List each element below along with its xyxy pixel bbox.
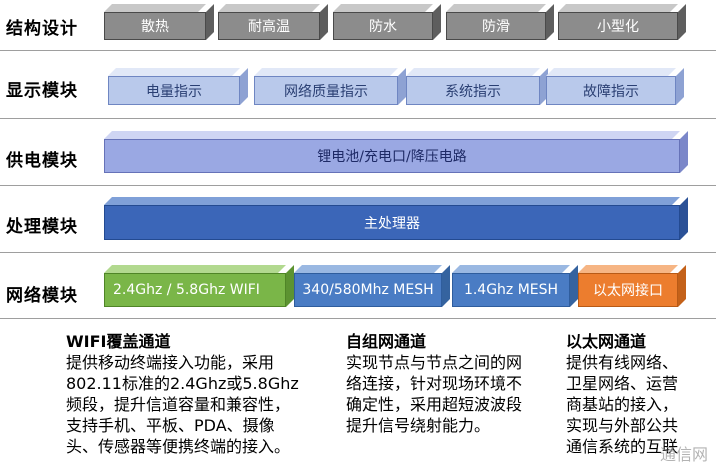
- description-line: 络连接，针对现场环境不: [346, 374, 523, 393]
- display-item-network-quality-indicator: 网络质量指示: [254, 76, 398, 105]
- separator: [0, 185, 716, 186]
- row-label-structure: 结构设计: [6, 19, 78, 39]
- description-line: 卫星网络、运营: [566, 374, 679, 393]
- mesh-channel-description: 自组网通道 实现节点与节点之间的网 络连接，针对现场环境不 确定性，采用超短波波…: [346, 331, 556, 436]
- structure-item-label: 防水: [369, 19, 397, 35]
- structure-item-heat-dissipation: 散热: [104, 12, 206, 40]
- description-line: 提升信号绕射能力。: [346, 416, 491, 435]
- wifi-channel-description: WIFI覆盖通道 提供移动终端接入功能，采用 802.11标准的2.4Ghz或5…: [66, 331, 336, 457]
- description-line: 确定性，采用超短波波段: [346, 395, 523, 414]
- row-label-power: 供电模块: [6, 151, 78, 171]
- description-line: 商基站的接入，: [566, 395, 679, 414]
- structure-item-miniaturization: 小型化: [558, 12, 678, 40]
- network-item-mesh-1-4: 1.4Ghz MESH: [452, 273, 570, 307]
- structure-item-label: 防滑: [482, 19, 510, 35]
- structure-item-label: 小型化: [597, 19, 639, 35]
- description-line: 提供有线网络、: [566, 353, 679, 372]
- description-line: 提供移动终端接入功能，采用: [66, 353, 275, 372]
- network-item-label: 1.4Ghz MESH: [463, 282, 559, 298]
- network-item-label: 340/580Mhz MESH: [302, 282, 434, 298]
- display-item-label: 故障指示: [583, 83, 639, 100]
- structure-item-label: 耐高温: [248, 19, 290, 35]
- processor-bar: 主处理器: [104, 205, 680, 240]
- watermark: 通信网: [659, 445, 708, 464]
- description-title: WIFI覆盖通道: [66, 332, 171, 351]
- network-item-mesh-340-580: 340/580Mhz MESH: [294, 273, 442, 307]
- description-line: 支持手机、平板、PDA、摄像: [66, 416, 275, 435]
- description-line: 802.11标准的2.4Ghz或5.8Ghz: [66, 374, 299, 393]
- display-item-system-indicator: 系统指示: [406, 76, 540, 105]
- description-line: 头、传感器等便携终端的接入。: [66, 437, 291, 456]
- separator: [0, 50, 716, 51]
- display-item-label: 系统指示: [445, 83, 501, 100]
- description-title: 自组网通道: [346, 332, 427, 351]
- structure-item-waterproof: 防水: [333, 12, 433, 40]
- row-label-processing: 处理模块: [6, 217, 78, 237]
- description-line: 实现与外部公共: [566, 416, 679, 435]
- separator: [0, 318, 716, 319]
- network-item-label: 2.4Ghz / 5.8Ghz WIFI: [113, 282, 260, 298]
- network-item-ethernet: 以太网接口: [578, 273, 678, 307]
- separator: [0, 118, 716, 119]
- processor-bar-label: 主处理器: [364, 215, 420, 232]
- description-line: 频段，提升信道容量和兼容性，: [66, 395, 291, 414]
- separator: [0, 252, 716, 253]
- description-line: 通信系统的互联: [566, 437, 679, 456]
- description-line: 实现节点与节点之间的网: [346, 353, 523, 372]
- structure-item-label: 散热: [141, 19, 169, 35]
- network-item-wifi: 2.4Ghz / 5.8Ghz WIFI: [104, 273, 286, 307]
- network-item-label: 以太网接口: [593, 283, 663, 299]
- row-label-network: 网络模块: [6, 286, 78, 306]
- power-bar: 锂电池/充电口/降压电路: [104, 139, 680, 173]
- structure-item-heat-resistance: 耐高温: [218, 12, 320, 40]
- display-item-label: 网络质量指示: [284, 83, 368, 100]
- display-item-label: 电量指示: [146, 83, 202, 100]
- row-label-display: 显示模块: [6, 81, 78, 101]
- power-bar-label: 锂电池/充电口/降压电路: [317, 149, 467, 165]
- ethernet-channel-description: 以太网通道 提供有线网络、 卫星网络、运营 商基站的接入， 实现与外部公共 通信…: [566, 331, 711, 457]
- structure-item-anti-slip: 防滑: [446, 12, 546, 40]
- display-item-battery-indicator: 电量指示: [108, 76, 240, 105]
- description-title: 以太网通道: [566, 332, 647, 351]
- display-item-fault-indicator: 故障指示: [546, 76, 676, 105]
